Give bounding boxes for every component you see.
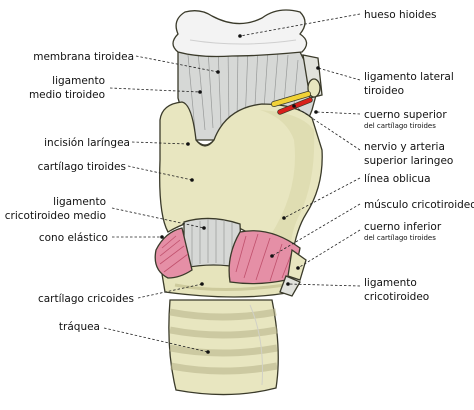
label-cuerno-inferior-line1: cuerno inferior bbox=[364, 221, 442, 233]
right-leader-lines bbox=[238, 13, 361, 287]
label-nervio-line2: superior laringeo bbox=[364, 155, 453, 167]
label-ligamento-crico-line2: cricotiroideo medio bbox=[5, 210, 106, 222]
left-leader-lines bbox=[103, 55, 220, 354]
hyoid-bone bbox=[172, 9, 308, 58]
label-cartilago-cricoides: cartílago cricoides bbox=[38, 293, 134, 305]
inferior-horn bbox=[279, 248, 307, 297]
label-ligamento-medio-line2: medio tiroideo bbox=[29, 89, 105, 101]
label-lig-cricotiroideo-line1: ligamento bbox=[364, 277, 417, 289]
label-hueso-hioides: hueso hioides bbox=[364, 9, 437, 21]
label-ligamento-medio-line1: ligamento bbox=[52, 75, 105, 87]
label-traquea: tráquea bbox=[59, 321, 100, 333]
right-labels: hueso hioides ligamento lateral tiroideo… bbox=[364, 9, 474, 303]
label-lig-lateral-line2: tiroideo bbox=[364, 85, 404, 97]
label-cuerno-superior-line2: del cartílago tiroides bbox=[364, 122, 436, 130]
label-cartilago-tiroides: cartílago tiroides bbox=[38, 161, 126, 173]
label-cuerno-superior-line1: cuerno superior bbox=[364, 109, 447, 121]
left-labels: membrana tiroidea ligamento medio tiroid… bbox=[5, 51, 134, 333]
lateral-thyrohyoid-ligament bbox=[302, 54, 323, 99]
label-cuerno-inferior-line2: del cartílago tiroides bbox=[364, 234, 436, 242]
label-lig-lateral-line1: ligamento lateral bbox=[364, 71, 454, 83]
label-ligamento-crico-line1: ligamento bbox=[53, 196, 106, 208]
label-nervio-line1: nervio y arteria bbox=[364, 141, 445, 153]
label-linea-oblicua: línea oblicua bbox=[364, 173, 431, 185]
trachea bbox=[168, 299, 279, 396]
cricothyroid-muscle-left bbox=[154, 227, 193, 279]
label-musculo-cricotiroideo: músculo cricotiroideo bbox=[364, 199, 474, 211]
label-incision-laringea: incisión laríngea bbox=[44, 137, 130, 149]
label-membrana-tiroidea: membrana tiroidea bbox=[33, 51, 134, 63]
label-cono-elastico: cono elástico bbox=[39, 232, 108, 244]
label-lig-cricotiroideo-line2: cricotiroideo bbox=[364, 291, 429, 303]
